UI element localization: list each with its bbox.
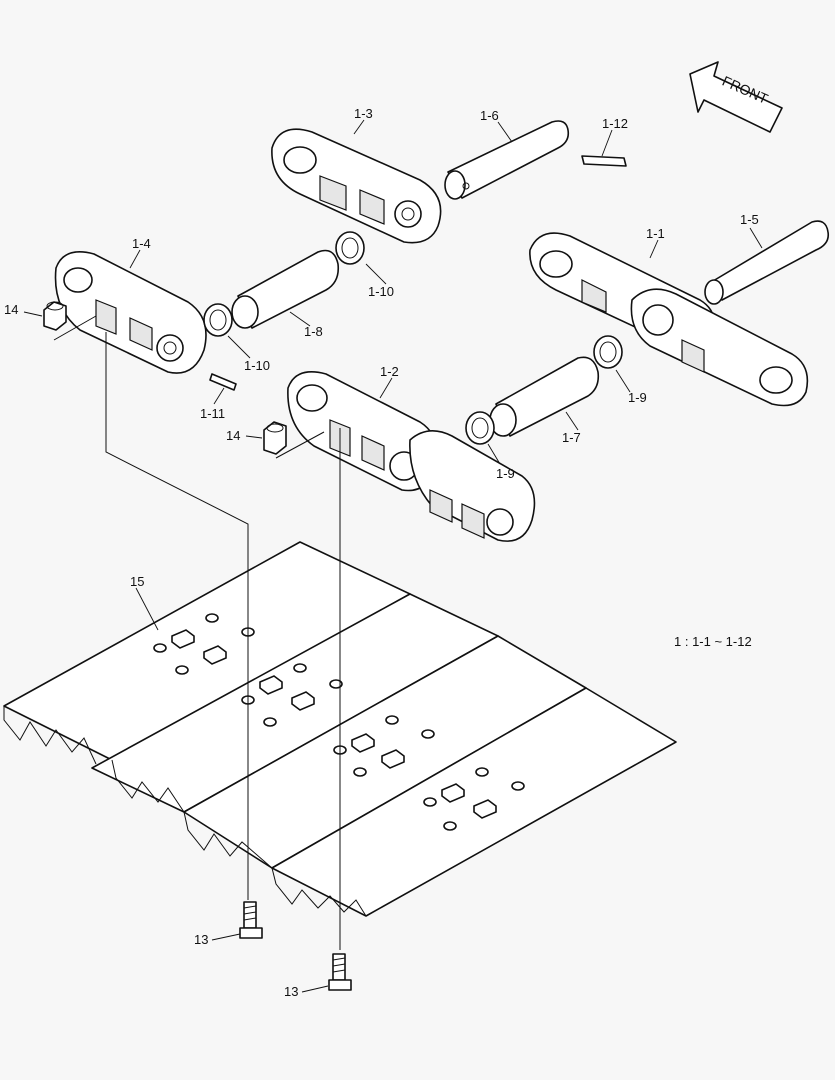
label-1-8: 1-8 xyxy=(304,324,323,339)
nut-14-center xyxy=(263,421,287,455)
seal-1-9-center xyxy=(465,411,495,445)
bolt-13-right xyxy=(328,953,352,991)
link-1-3 xyxy=(271,128,442,244)
label-15: 15 xyxy=(130,574,144,589)
label-1-10-lower: 1-10 xyxy=(244,358,270,373)
seal-1-10-upper xyxy=(335,231,365,265)
label-1-5: 1-5 xyxy=(740,212,759,227)
pin-1-11 xyxy=(209,373,237,391)
assembly-note: 1 : 1-1 ~ 1-12 xyxy=(674,634,752,649)
label-1-2: 1-2 xyxy=(380,364,399,379)
label-14-center: 14 xyxy=(226,428,240,443)
pin-1-6 xyxy=(444,120,570,200)
bushing-1-8 xyxy=(231,249,340,329)
label-1-9-center: 1-9 xyxy=(496,466,515,481)
seal-1-10-lower xyxy=(203,303,233,337)
cotter-1-12 xyxy=(581,155,627,167)
label-1-11: 1-11 xyxy=(200,406,225,421)
label-1-1: 1-1 xyxy=(646,226,665,241)
label-1-6: 1-6 xyxy=(480,108,499,123)
label-1-10-upper: 1-10 xyxy=(368,284,394,299)
bolt-13-left xyxy=(239,901,263,939)
nut-14-left xyxy=(43,301,67,331)
label-13-right: 13 xyxy=(284,984,298,999)
label-13-left: 13 xyxy=(194,932,208,947)
label-1-12: 1-12 xyxy=(602,116,628,131)
label-14-left: 14 xyxy=(4,302,18,317)
track-shoes-15 xyxy=(3,541,677,917)
label-1-4: 1-4 xyxy=(132,236,151,251)
label-1-9-right: 1-9 xyxy=(628,390,647,405)
label-1-7: 1-7 xyxy=(562,430,581,445)
label-1-3: 1-3 xyxy=(354,106,373,121)
link-1-2 xyxy=(287,371,536,542)
pin-1-5 xyxy=(704,220,830,305)
front-arrow: FRONT xyxy=(689,61,783,133)
link-1-1 xyxy=(529,232,809,407)
seal-1-9-right xyxy=(593,335,623,369)
link-1-4 xyxy=(54,251,207,374)
bushing-1-7 xyxy=(489,356,600,437)
